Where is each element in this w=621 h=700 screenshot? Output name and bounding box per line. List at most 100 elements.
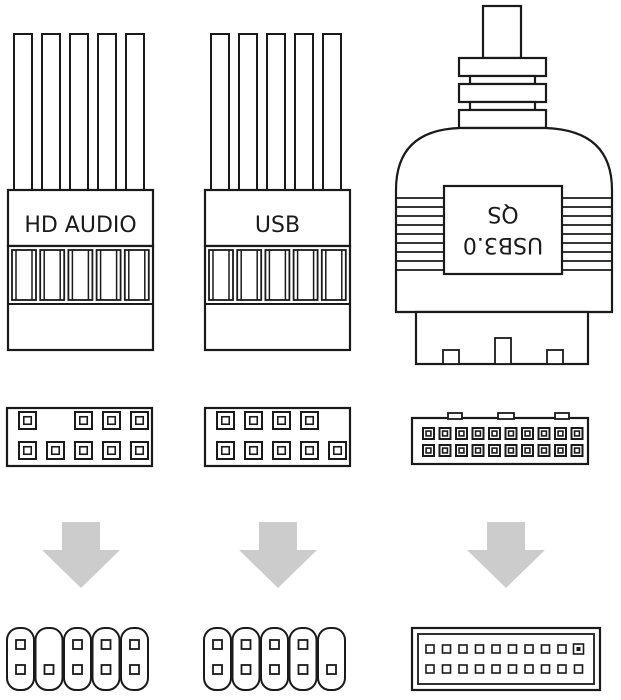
usb-plug-body bbox=[203, 188, 352, 248]
pin-inner bbox=[304, 415, 315, 426]
pin-inner bbox=[491, 447, 498, 454]
pin-pod bbox=[63, 627, 92, 691]
pin-square bbox=[540, 644, 551, 654]
pin-square bbox=[129, 664, 140, 675]
pin-pod bbox=[317, 627, 346, 691]
pin-square bbox=[474, 664, 485, 674]
pin-square bbox=[491, 644, 501, 654]
hd-audio-motherboard-header bbox=[6, 627, 149, 691]
hd-audio-plug-body bbox=[6, 188, 155, 248]
pin-square bbox=[524, 644, 534, 654]
pin-inner bbox=[276, 415, 287, 426]
pin-square bbox=[540, 664, 551, 674]
usb3-label-line2: QS bbox=[487, 201, 518, 226]
pin-inner bbox=[573, 447, 581, 454]
pin-inner bbox=[78, 445, 89, 456]
usb-pin-slots bbox=[208, 249, 347, 301]
usb3-board-shroud-inner bbox=[417, 633, 595, 685]
down-arrow-icon bbox=[42, 522, 120, 588]
pin-inner bbox=[524, 447, 531, 454]
usb-wires bbox=[210, 33, 342, 191]
wire bbox=[69, 33, 89, 191]
pin-inner bbox=[507, 430, 515, 437]
pin-square bbox=[100, 664, 112, 675]
pin-inner bbox=[220, 415, 231, 426]
pin-square bbox=[269, 664, 280, 675]
usb3-grip-lines bbox=[396, 197, 612, 271]
pin-square bbox=[507, 664, 518, 674]
usb3-latch-right bbox=[546, 349, 564, 365]
hd-audio-plug: HD AUDIO bbox=[6, 33, 155, 352]
pin-square bbox=[425, 644, 435, 654]
usb-label: USB bbox=[255, 213, 300, 238]
usb3-header-outline bbox=[410, 416, 590, 466]
pin-inner bbox=[134, 415, 145, 426]
pin-inner bbox=[458, 447, 465, 454]
pin-square bbox=[507, 644, 518, 654]
usb3-strain-ring-3 bbox=[457, 108, 548, 130]
pin-inner bbox=[106, 415, 117, 426]
pin-inner bbox=[248, 445, 259, 456]
pin-pod bbox=[203, 627, 232, 691]
down-arrow-icon bbox=[239, 522, 317, 588]
usb3-latch-center bbox=[494, 337, 512, 365]
pin-inner bbox=[22, 415, 33, 426]
wire bbox=[238, 33, 258, 191]
usb3-label-line1: USB3.0 bbox=[463, 232, 543, 257]
usb3-motherboard-header bbox=[410, 626, 602, 692]
pin-square bbox=[491, 664, 501, 674]
pin-square bbox=[240, 639, 252, 650]
usb3-header-notch-3 bbox=[554, 412, 570, 420]
pin-square bbox=[129, 639, 140, 650]
pin-inner bbox=[220, 445, 231, 456]
pin-square bbox=[458, 644, 468, 654]
pin-pod bbox=[91, 627, 121, 691]
pin-inner bbox=[474, 447, 482, 454]
pin-inner bbox=[507, 447, 515, 454]
pin-square bbox=[441, 664, 452, 674]
pin-pod bbox=[6, 627, 35, 691]
usb3-header-notch-1 bbox=[447, 412, 463, 420]
pin-inner bbox=[276, 445, 287, 456]
pin-square bbox=[15, 664, 26, 675]
pin-inner bbox=[557, 447, 564, 454]
pin-square bbox=[212, 639, 223, 650]
pin-square bbox=[43, 664, 55, 675]
hd-audio-label: HD AUDIO bbox=[24, 213, 136, 238]
pin-square bbox=[441, 644, 452, 654]
usb-plug: USB bbox=[203, 33, 352, 352]
pin-pod bbox=[288, 627, 318, 691]
wire bbox=[266, 33, 286, 191]
pin-inner bbox=[474, 430, 482, 437]
usb3-plug: USB3.0 QS bbox=[394, 4, 614, 366]
pin-inner bbox=[540, 430, 548, 437]
pin-inner bbox=[458, 430, 465, 437]
wire bbox=[41, 33, 61, 191]
pin-inner bbox=[491, 430, 498, 437]
pin-square bbox=[100, 639, 112, 650]
pin-key-inner bbox=[576, 647, 581, 651]
usb3-strain-ring-2 bbox=[457, 82, 548, 104]
pin-pod bbox=[34, 627, 64, 691]
wire bbox=[13, 33, 33, 191]
hd-audio-pin-slots bbox=[11, 249, 150, 301]
usb3-strain-neck-2 bbox=[468, 100, 537, 112]
pin-inner bbox=[106, 445, 117, 456]
hd-audio-header-face bbox=[5, 406, 154, 468]
pin-pod bbox=[120, 627, 149, 691]
pin-inner bbox=[540, 447, 548, 454]
pin-square bbox=[212, 664, 223, 675]
pin-square bbox=[72, 664, 83, 675]
usb-header-face bbox=[203, 406, 352, 468]
pin-inner bbox=[441, 447, 449, 454]
pin-square bbox=[72, 639, 83, 650]
pin-square bbox=[297, 664, 309, 675]
pin-inner bbox=[22, 445, 33, 456]
pin-square bbox=[297, 639, 309, 650]
usb3-strain-ring-1 bbox=[457, 56, 548, 78]
pin-inner bbox=[134, 445, 145, 456]
usb3-strain-neck bbox=[468, 74, 537, 86]
wire bbox=[294, 33, 314, 191]
